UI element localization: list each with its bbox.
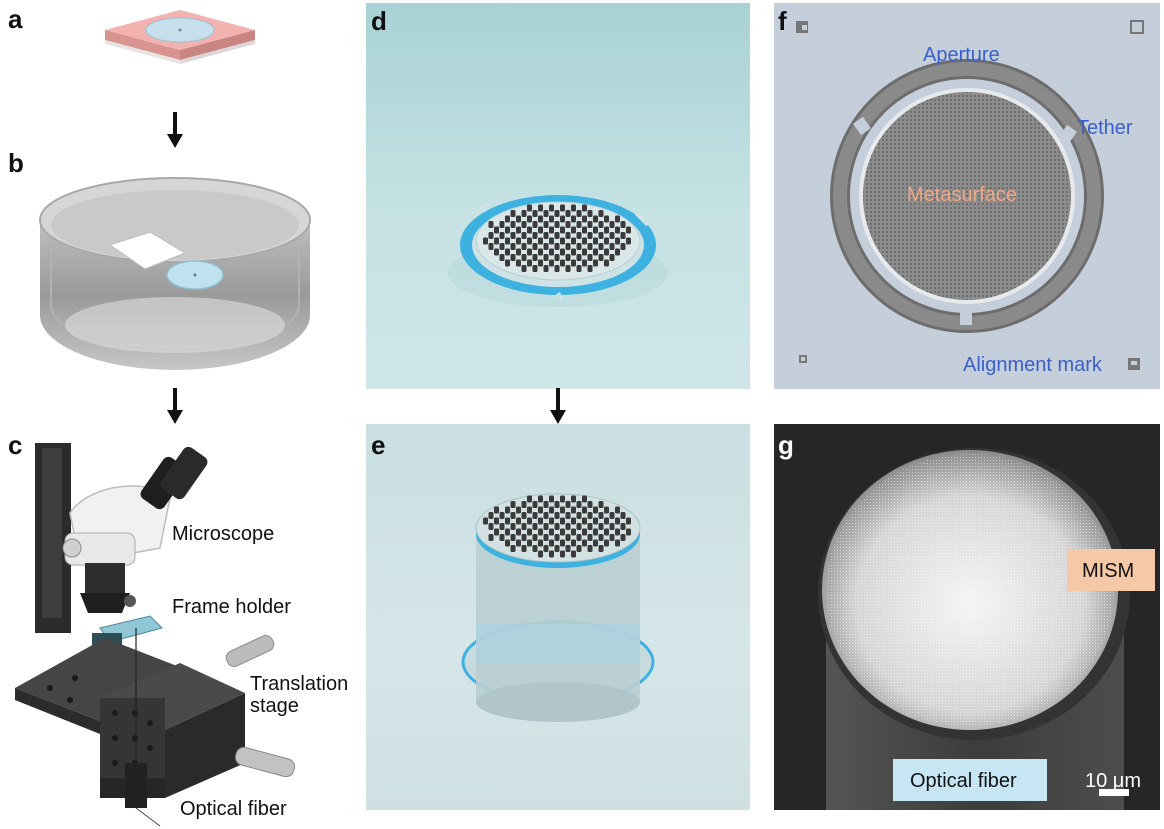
- panel-e-render: [366, 424, 750, 810]
- translation-stage-label: Translation stage: [250, 673, 349, 717]
- panel-g-sem-image: [774, 424, 1160, 810]
- microscope-setup-illustration: [15, 443, 296, 827]
- panel-d-render: [366, 3, 750, 389]
- metasurface-membrane-illustration: [448, 195, 668, 307]
- optical-fiber-sem-label: Optical fiber: [910, 770, 1017, 792]
- panel-letter-g: g: [778, 430, 794, 460]
- alignment-mark-label: Alignment mark: [963, 354, 1102, 376]
- mism-label-box: [1067, 549, 1155, 591]
- scale-bar-label: 10 μm: [1085, 770, 1141, 792]
- aperture-label: Aperture: [923, 44, 1000, 66]
- mism-label: MISM: [1082, 560, 1135, 582]
- panel-f-micrograph: [774, 3, 1160, 389]
- substrate-wafer-illustration: [105, 10, 255, 64]
- panel-letter-b: b: [8, 148, 24, 178]
- optical-fiber-label: Optical fiber: [180, 798, 287, 820]
- water-bath-dish-illustration: [39, 177, 311, 370]
- metasurface-label: Metasurface: [907, 184, 1018, 206]
- panel-letter-e: e: [371, 430, 386, 460]
- optical-fiber-label-box: [893, 759, 1047, 801]
- panel-letter-f: f: [778, 6, 787, 36]
- microscope-label: Microscope: [172, 523, 275, 545]
- arrow-down-icon: [550, 388, 566, 424]
- panel-letter-d: d: [371, 6, 387, 36]
- panel-letter-c: c: [8, 430, 23, 460]
- arrow-down-icon: [167, 112, 183, 148]
- frame-holder-label: Frame holder: [172, 596, 291, 618]
- tether-label: Tether: [1077, 117, 1133, 139]
- arrow-down-icon: [167, 388, 183, 424]
- panel-letter-a: a: [8, 4, 23, 34]
- mism-on-fiber-sem-micrograph: [818, 448, 1130, 810]
- metasurface-on-fiber-illustration: [461, 493, 655, 722]
- metasurface-optical-micrograph: [796, 20, 1144, 370]
